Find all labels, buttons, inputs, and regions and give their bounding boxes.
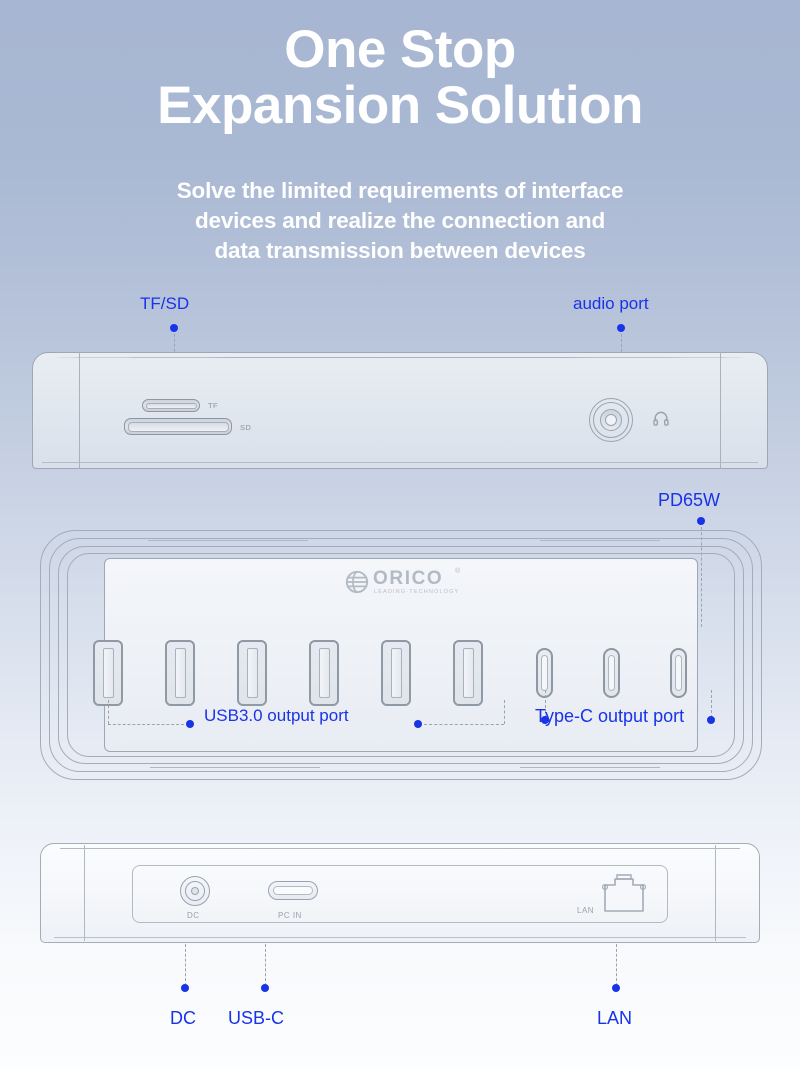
leader-line-usb-c — [265, 944, 266, 986]
top-device-top-edge — [54, 357, 746, 358]
hub-shell-ring-4 — [67, 553, 735, 757]
usb-a-port-5[interactable] — [381, 640, 411, 706]
leader-line-usb3-left-across — [108, 724, 184, 725]
callout-dot-usb3-left — [186, 720, 194, 728]
leader-line-pd65w — [701, 527, 702, 627]
bottom-device-right-bezel — [715, 845, 716, 941]
type-c-port-2[interactable] — [603, 648, 620, 698]
audio-jack-mid-ring — [593, 402, 629, 438]
sd-card-slot[interactable] — [124, 418, 232, 435]
hub-bottom-notch-left — [150, 767, 320, 768]
orico-tagline: LEADING·TECHNOLOGY — [374, 589, 460, 595]
device-hub-front-face — [40, 530, 762, 780]
top-device-bottom-edge — [42, 462, 758, 463]
leader-line-dc — [185, 944, 186, 986]
hub-top-notch-right — [540, 540, 660, 541]
hero-subtitle: Solve the limited requirements of interf… — [0, 176, 800, 266]
sd-slot-inner — [127, 421, 229, 432]
device-top-card-reader-face: TF SD — [32, 352, 768, 469]
usb-a-tongue-3 — [246, 648, 258, 698]
pc-in-port-label: PC IN — [278, 911, 302, 920]
callout-label-pd65w: PD65W — [658, 490, 721, 510]
tf-slot-label: TF — [208, 401, 218, 410]
callout-label-dc: DC — [170, 1008, 196, 1028]
dc-jack-center-pin — [191, 887, 199, 895]
bottom-device-bottom-edge — [54, 937, 746, 938]
usb-a-tongue-6 — [462, 648, 474, 698]
usb-a-tongue-2 — [174, 648, 186, 698]
usb-a-tongue-5 — [390, 648, 402, 698]
callout-dot-lan — [612, 984, 620, 992]
type-c-tongue-2 — [608, 655, 615, 691]
orico-registered-mark: ® — [455, 568, 461, 575]
usb-a-port-4[interactable] — [309, 640, 339, 706]
callout-label-usb-c: USB-C — [228, 1008, 285, 1028]
lan-port-label: LAN — [577, 906, 595, 915]
headphone-icon — [652, 410, 670, 433]
hub-top-notch-left — [148, 540, 308, 541]
callout-label-usb3-output-port: USB3.0 output port — [204, 706, 349, 725]
tf-card-slot[interactable] — [142, 399, 200, 412]
callout-dot-typec-left — [541, 716, 549, 724]
usb-a-port-3[interactable] — [237, 640, 267, 706]
audio-jack-hole — [605, 414, 617, 426]
orico-logo: ORICO ® LEADING·TECHNOLOGY — [345, 568, 463, 604]
hub-shell-ring-3 — [58, 546, 744, 764]
callout-dot-pd65w — [697, 517, 705, 525]
pc-in-tongue — [273, 886, 313, 895]
leader-line-lan — [616, 944, 617, 986]
subtitle-line-3: data transmission between devices — [214, 238, 586, 263]
bottom-device-top-edge — [60, 848, 740, 849]
leader-line-typec-left — [545, 690, 546, 718]
type-c-tongue-3 — [675, 655, 682, 691]
tf-slot-inner — [145, 402, 197, 409]
leader-line-usb3-right-across — [424, 724, 504, 725]
callout-dot-usb-c — [261, 984, 269, 992]
subtitle-line-1: Solve the limited requirements of interf… — [176, 178, 624, 203]
orico-globe-icon — [345, 570, 369, 599]
callout-label-audio-port: audio port — [573, 294, 649, 313]
device-bottom-rear-panel: DC PC IN LAN — [40, 843, 760, 943]
hub-shell-outer — [40, 530, 762, 780]
type-c-port-1[interactable] — [536, 648, 553, 698]
orico-wordmark: ORICO — [373, 568, 444, 589]
callout-dot-tf-sd — [170, 324, 178, 332]
dc-jack-inner-ring — [185, 881, 205, 901]
leader-line-usb3-right-up — [504, 700, 505, 724]
bottom-device-left-bezel — [84, 845, 85, 941]
lan-rj45-port[interactable] — [600, 870, 648, 919]
callout-dot-usb3-right — [414, 720, 422, 728]
hub-shell-ring-2 — [49, 538, 753, 772]
usb-a-port-6[interactable] — [453, 640, 483, 706]
type-c-tongue-1 — [541, 655, 548, 691]
sd-slot-label: SD — [240, 423, 252, 432]
callout-dot-typec-right — [707, 716, 715, 724]
pc-in-usb-c-port[interactable] — [268, 881, 318, 900]
hub-bottom-notch-right — [520, 767, 660, 768]
usb-a-port-1[interactable] — [93, 640, 123, 706]
top-device-left-bezel — [79, 352, 80, 469]
dc-port-label: DC — [187, 911, 200, 920]
top-device-right-bezel — [720, 352, 721, 469]
leader-line-typec-right — [711, 690, 712, 718]
leader-line-usb3-left-down — [108, 700, 109, 724]
audio-jack-outer-ring[interactable] — [589, 398, 633, 442]
subtitle-line-2: devices and realize the connection and — [194, 208, 606, 233]
callout-dot-audio-port — [617, 324, 625, 332]
usb-a-port-2[interactable] — [165, 640, 195, 706]
callout-dot-dc — [181, 984, 189, 992]
hero-heading: One Stop Expansion Solution — [0, 22, 800, 134]
usb-a-tongue-4 — [318, 648, 330, 698]
type-c-port-3[interactable] — [670, 648, 687, 698]
usb-a-tongue-1 — [102, 648, 114, 698]
title-line-2: Expansion Solution — [157, 76, 643, 135]
title-line-1: One Stop — [284, 20, 516, 79]
callout-label-lan: LAN — [597, 1008, 633, 1028]
callout-label-tf-sd: TF/SD — [140, 294, 190, 313]
callout-label-typec-output-port: Type-C output port — [535, 706, 685, 726]
bottom-device-port-panel — [132, 865, 668, 923]
